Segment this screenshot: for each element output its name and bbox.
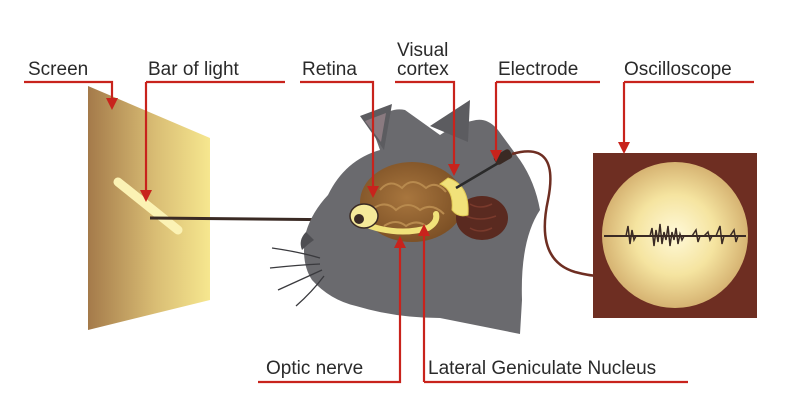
label-screen: Screen (28, 59, 88, 80)
label-optic-nerve: Optic nerve (266, 358, 363, 379)
electrode-cable (511, 150, 601, 278)
label-visual-cortex-line1: Visual (397, 40, 448, 61)
bar-of-light (113, 177, 183, 235)
electrode (455, 149, 601, 278)
spike-trace (625, 223, 742, 247)
brain (360, 162, 508, 242)
eye (349, 203, 379, 229)
label-visual-cortex-line2: cortex (397, 59, 449, 80)
label-retina: Retina (302, 59, 357, 80)
label-lgn: Lateral Geniculate Nucleus (428, 358, 656, 379)
visual-cortex (439, 177, 469, 217)
oscilloscope (593, 153, 757, 318)
pointer-lines (24, 80, 754, 384)
pointer-arrowheads (106, 98, 630, 248)
label-oscilloscope: Oscilloscope (624, 59, 732, 80)
cerebellum (456, 196, 508, 240)
optic-tract (367, 211, 440, 235)
label-bar-of-light: Bar of light (148, 59, 240, 80)
label-electrode: Electrode (498, 59, 578, 80)
